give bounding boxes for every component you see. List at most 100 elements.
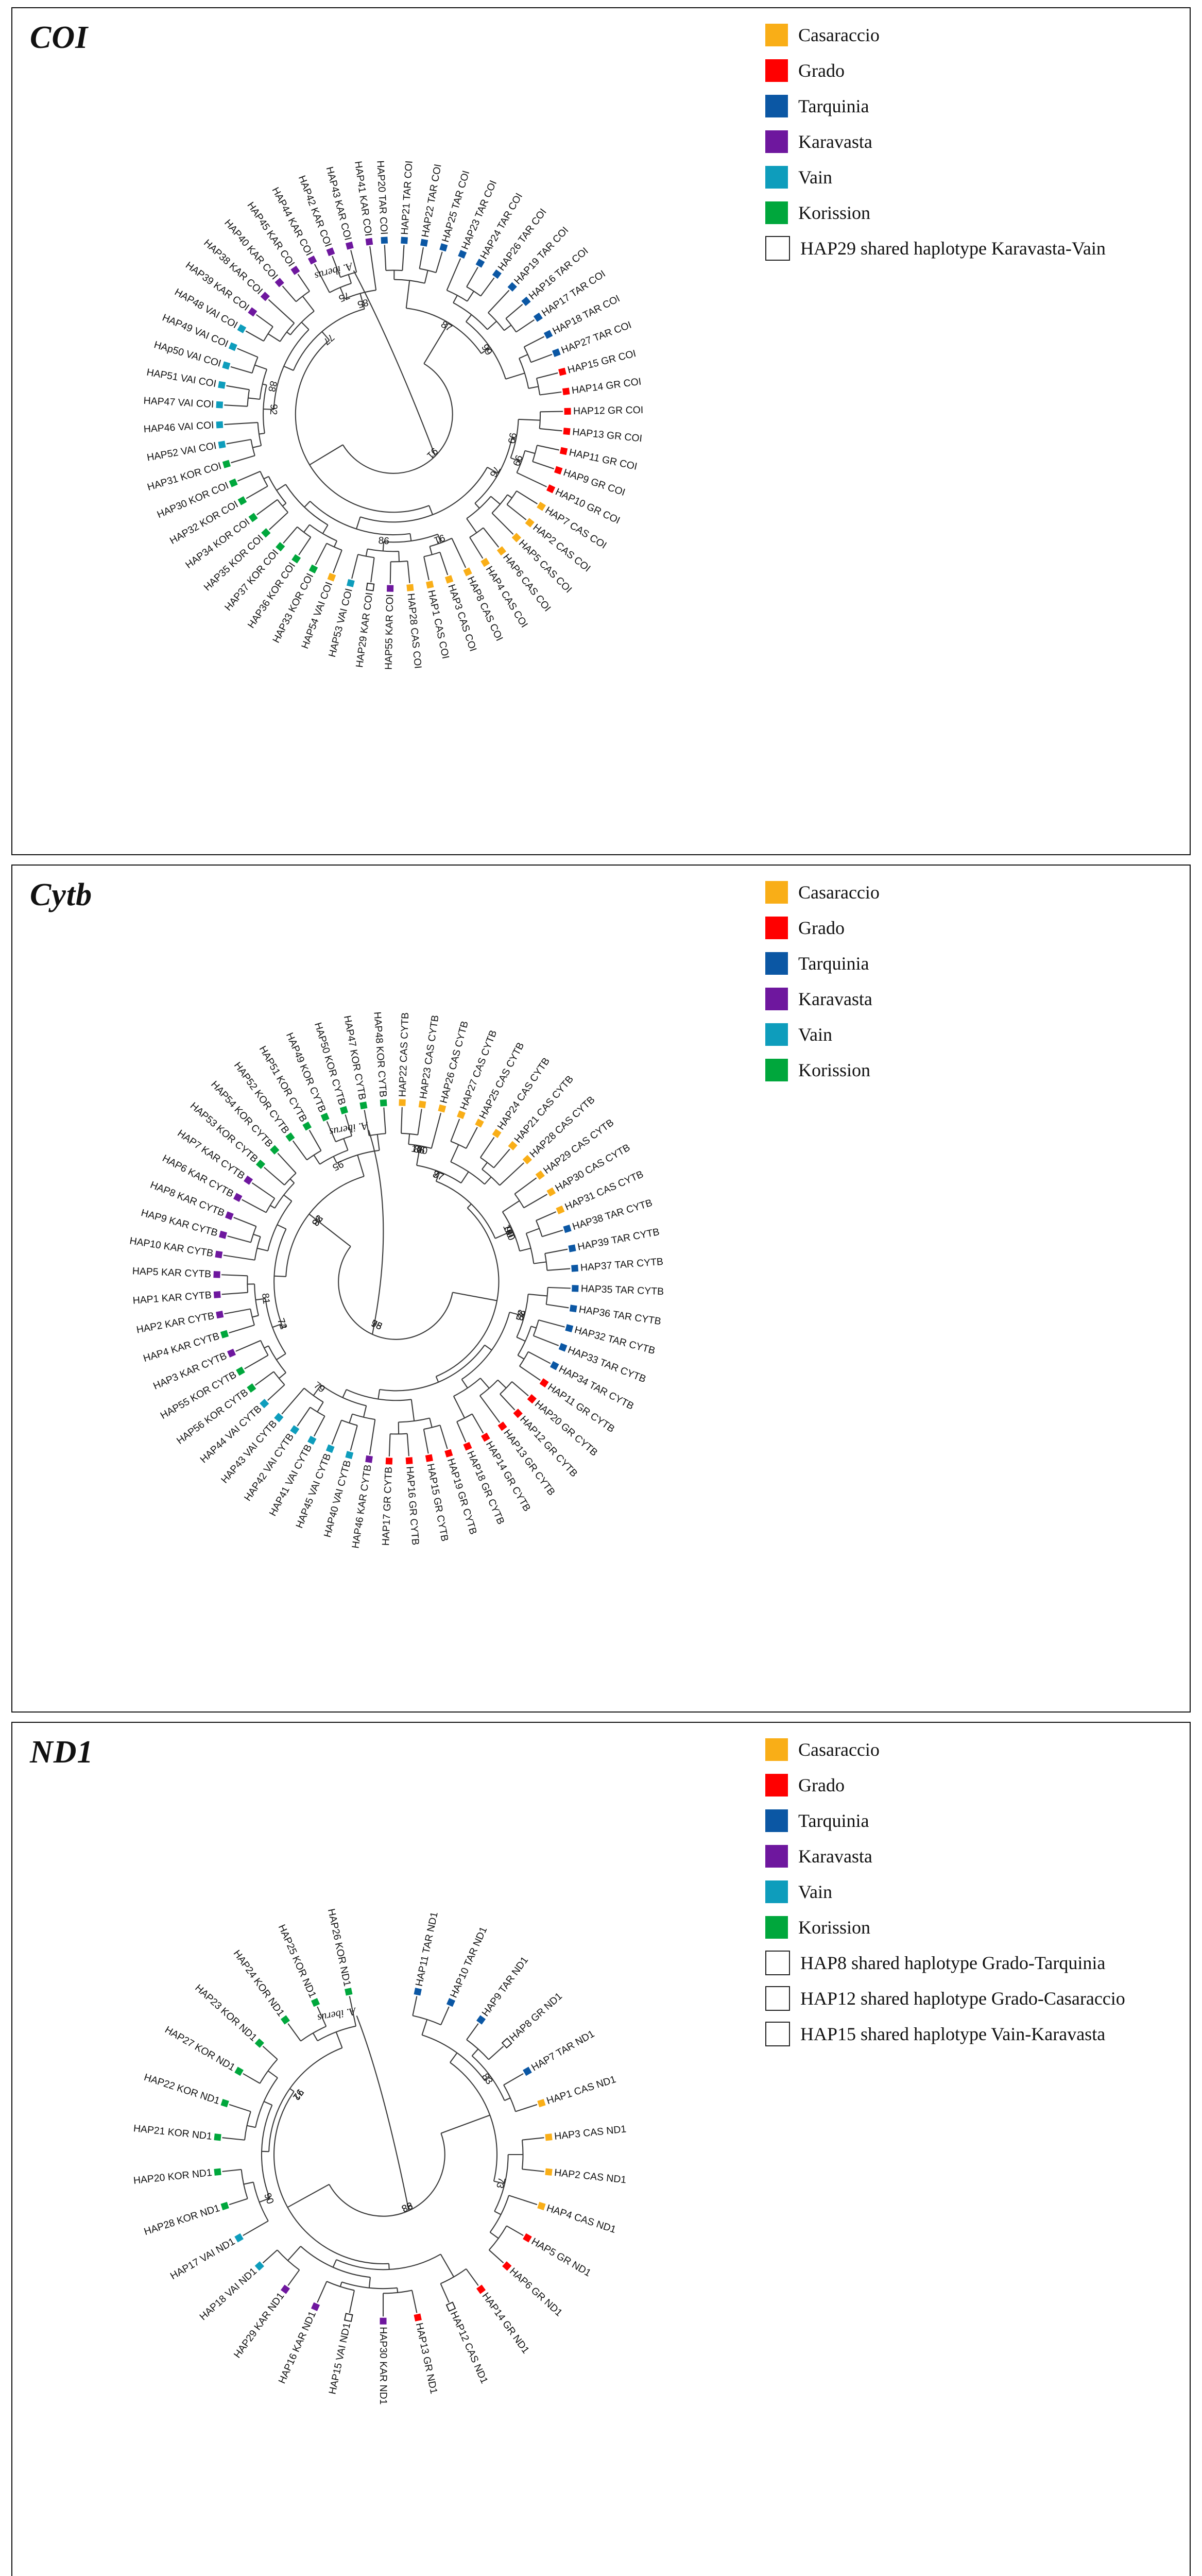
tip-marker bbox=[426, 581, 434, 589]
legend-label: HAP15 shared haplotype Vain-Karavasta bbox=[800, 2024, 1106, 2044]
legend-label: Casaraccio bbox=[798, 1739, 880, 1760]
tip-marker bbox=[254, 2261, 264, 2271]
tree-branches bbox=[224, 245, 563, 584]
legend-item: Vain bbox=[765, 1880, 1125, 1903]
tip-label: HAP1 KAR CYTB bbox=[132, 1290, 212, 1307]
tip-label: HAP20 TAR COI bbox=[374, 160, 390, 235]
bootstrap-value: 74 bbox=[275, 1317, 289, 1331]
tip-label: HAP24 KOR ND1 bbox=[231, 1948, 287, 2019]
bootstrap-value: 99 bbox=[479, 342, 494, 357]
tip-marker bbox=[414, 1988, 422, 1996]
tip-marker bbox=[480, 557, 490, 567]
tip-marker bbox=[308, 564, 318, 574]
tip-marker bbox=[220, 1330, 229, 1338]
tip-marker bbox=[345, 1451, 354, 1460]
tip-marker bbox=[546, 1187, 556, 1197]
tip-label: HAP23 KOR ND1 bbox=[193, 1982, 259, 2044]
tip-marker bbox=[216, 401, 224, 409]
tip-marker bbox=[228, 342, 237, 351]
tip-marker bbox=[227, 1348, 236, 1358]
tip-marker bbox=[502, 2261, 512, 2271]
legend-item: Korission bbox=[765, 1059, 880, 1081]
tip-marker bbox=[537, 501, 546, 511]
tip-marker bbox=[366, 582, 375, 591]
legend-swatch-icon bbox=[765, 201, 788, 224]
tip-marker bbox=[492, 1129, 502, 1139]
tip-marker bbox=[563, 1224, 572, 1233]
tip-label: HAP28 CAS COI bbox=[405, 593, 424, 669]
tip-marker bbox=[414, 2313, 422, 2321]
tip-marker bbox=[216, 421, 224, 429]
tip-marker bbox=[559, 447, 568, 455]
tip-marker bbox=[562, 387, 570, 395]
tip-marker bbox=[525, 518, 535, 528]
tip-marker bbox=[236, 1366, 245, 1376]
tip-marker bbox=[569, 1304, 577, 1313]
tip-marker bbox=[307, 1435, 317, 1445]
tip-label: HAP37 TAR CYTB bbox=[580, 1256, 664, 1274]
legend-swatch-icon bbox=[765, 236, 790, 261]
tip-marker bbox=[420, 239, 428, 247]
legend-item: Grado bbox=[765, 1774, 1125, 1797]
legend-label: Tarquinia bbox=[798, 96, 869, 116]
legend-label: Grado bbox=[798, 918, 845, 938]
tip-marker bbox=[274, 1413, 284, 1422]
legend-label: Grado bbox=[798, 1775, 845, 1795]
tip-label: HAP47 VAI COI bbox=[143, 395, 214, 410]
tip-marker bbox=[347, 579, 355, 587]
tip-marker bbox=[234, 2233, 244, 2243]
tip-marker bbox=[385, 1458, 393, 1465]
tip-marker bbox=[290, 1425, 300, 1435]
tip-marker bbox=[445, 2301, 456, 2312]
legend-label: HAP12 shared haplotype Grado-Casaraccio bbox=[800, 1988, 1125, 2009]
tip-marker bbox=[401, 236, 408, 244]
tip-label: HAP12 GR CYTB bbox=[518, 1414, 579, 1479]
tip-marker bbox=[496, 546, 507, 556]
legend-item: Karavasta bbox=[765, 1845, 1125, 1868]
tip-label: HAP27 KOR ND1 bbox=[163, 2024, 237, 2074]
tip-marker bbox=[365, 1455, 373, 1463]
legend-item: Grado bbox=[765, 59, 1106, 82]
tip-marker bbox=[533, 312, 543, 322]
tip-label: HAP2 KAR CYTB bbox=[135, 1310, 215, 1336]
tip-marker bbox=[537, 2201, 546, 2211]
gene-title-coi: COI bbox=[30, 20, 89, 55]
tip-label: HAP52 VAI COI bbox=[146, 440, 218, 464]
tip-marker bbox=[302, 1121, 312, 1131]
tip-marker bbox=[237, 496, 247, 505]
tip-marker bbox=[380, 1099, 387, 1107]
tip-label: HAP2 CAS ND1 bbox=[554, 2167, 627, 2186]
tip-marker bbox=[552, 348, 561, 357]
legend-swatch-icon bbox=[765, 1986, 790, 2011]
bootstrap-value: 87 bbox=[439, 319, 454, 334]
tip-marker bbox=[380, 2317, 387, 2325]
tip-marker bbox=[535, 1170, 545, 1180]
legend-label: Tarquinia bbox=[798, 1810, 869, 1831]
tip-marker bbox=[290, 265, 300, 275]
gene-title-nd1: ND1 bbox=[30, 1735, 94, 1770]
tip-label: HAP16 GR CYTB bbox=[404, 1466, 421, 1546]
tip-label: HAP46 VAI COI bbox=[143, 419, 214, 435]
legend-swatch-icon bbox=[765, 2022, 790, 2046]
tip-marker bbox=[344, 2313, 353, 2323]
tip-marker bbox=[537, 2098, 546, 2108]
tip-marker bbox=[248, 307, 257, 317]
bootstrap-value: 81 bbox=[260, 1293, 272, 1305]
tip-label: HAP39 TAR CYTB bbox=[577, 1226, 661, 1253]
legend-item: Tarquinia bbox=[765, 952, 880, 975]
legend-label: HAP29 shared haplotype Karavasta-Vain bbox=[800, 238, 1106, 259]
tip-marker bbox=[225, 1211, 234, 1221]
tip-label: HAP35 TAR CYTB bbox=[580, 1283, 664, 1297]
tip-marker bbox=[291, 554, 301, 564]
legend-swatch-icon bbox=[765, 166, 788, 189]
tip-label: HAP21 KOR ND1 bbox=[133, 2123, 213, 2142]
tip-label: HAP26 KOR ND1 bbox=[325, 1908, 353, 1988]
legend-item: Casaraccio bbox=[765, 1738, 1125, 1761]
tip-marker bbox=[270, 1145, 280, 1155]
tip-label: HAP21 TAR COI bbox=[399, 160, 415, 235]
